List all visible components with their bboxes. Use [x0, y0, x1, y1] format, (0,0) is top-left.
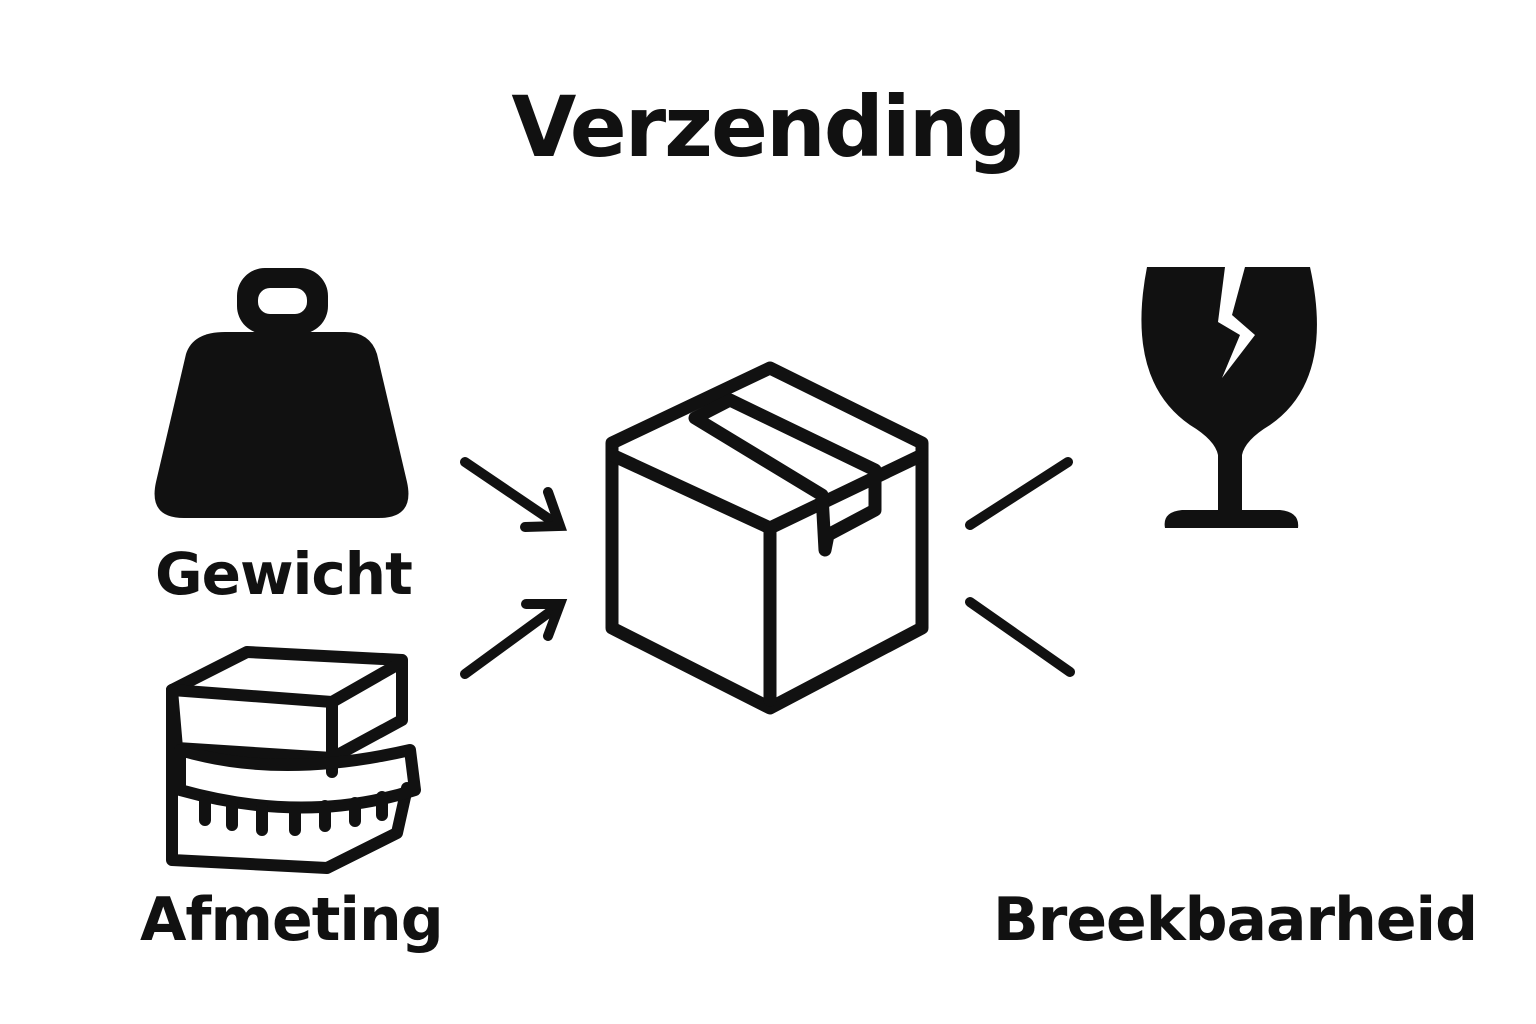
label-dimensions: Afmeting: [140, 885, 444, 955]
broken-glass-icon: [1141, 267, 1317, 528]
measuring-tape-box-icon: [166, 646, 421, 874]
package-box-icon: [605, 361, 929, 715]
label-weight: Gewicht: [155, 540, 413, 608]
label-fragility: Breekbaarheid: [993, 885, 1478, 955]
lines-box-to-fragile: [965, 457, 1075, 677]
arrow-dimensions-to-box: [460, 599, 568, 679]
arrow-weight-to-box: [460, 457, 567, 532]
weight-icon: [154, 268, 409, 518]
diagram-title: Verzending: [511, 78, 1026, 176]
